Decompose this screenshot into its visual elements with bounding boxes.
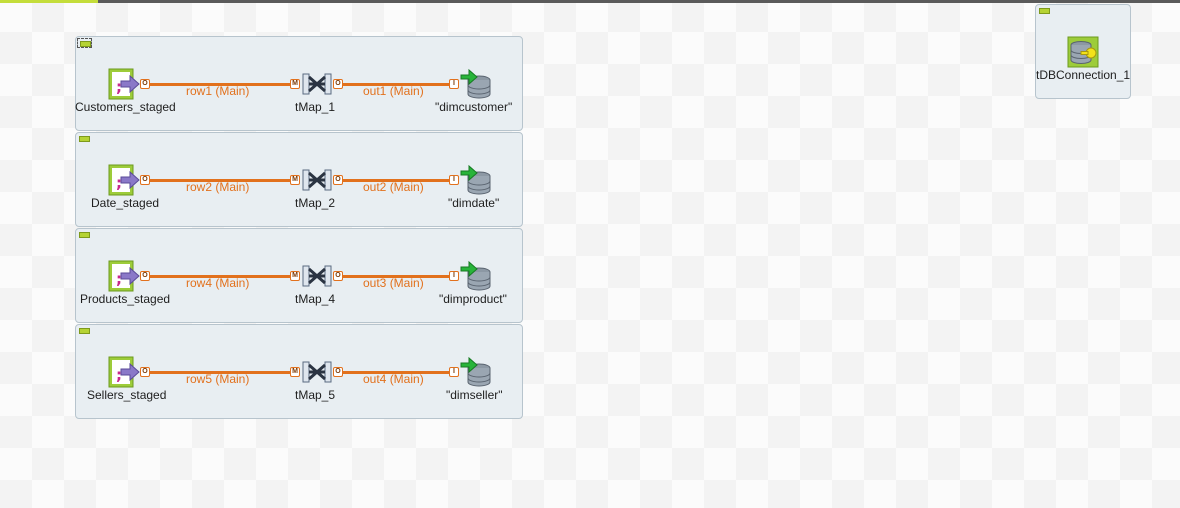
db-output-icon[interactable] [459,68,493,100]
map-input-port[interactable]: M [290,367,300,377]
db-output-icon[interactable] [459,260,493,292]
out-connection-label[interactable]: out3 (Main) [363,276,424,290]
db-output-icon[interactable] [459,164,493,196]
component-label-map: tMap_4 [295,292,336,306]
component-label-connection: tDBConnection_1 [1036,68,1131,82]
component-label-map: tMap_5 [295,388,336,402]
output-port[interactable]: O [333,79,343,89]
output-port[interactable]: O [333,175,343,185]
delimited-file-input-icon[interactable]: ; [108,260,140,292]
component-label-source: Sellers_staged [87,388,167,402]
row-connection-label[interactable]: row4 (Main) [186,276,250,290]
subjob-2[interactable]: ; O row2 (Main) M O out2 (Main) I Date_s… [75,132,523,227]
map-input-port[interactable]: M [290,79,300,89]
row-connection-line[interactable] [150,275,292,278]
component-label-target: "dimseller" [446,388,503,402]
component-label-map: tMap_1 [295,100,336,114]
subjob-db-connection[interactable]: tDBConnection_1 [1035,4,1131,99]
map-input-port[interactable]: M [290,271,300,281]
subjob-collapse-button[interactable] [79,136,90,142]
row-connection-line[interactable] [150,83,292,86]
delimited-file-input-icon[interactable]: ; [108,68,140,100]
component-label-source: Products_staged [80,292,171,306]
out-connection-label[interactable]: out4 (Main) [363,372,424,386]
svg-text:;: ; [116,270,122,288]
subjob-4[interactable]: ; O row5 (Main) M O out4 (Main) I Seller… [75,324,523,419]
output-port[interactable]: O [140,79,150,89]
out-connection-line[interactable] [343,371,453,374]
active-tab-indicator [0,0,98,3]
db-input-port[interactable]: I [449,271,459,281]
subjob-collapse-button[interactable] [79,232,90,238]
db-input-port[interactable]: I [449,367,459,377]
delimited-file-input-icon[interactable]: ; [108,356,140,388]
output-port[interactable]: O [333,367,343,377]
map-input-port[interactable]: M [290,175,300,185]
svg-text:;: ; [116,174,122,192]
out-connection-line[interactable] [343,275,453,278]
row-connection-line[interactable] [150,371,292,374]
subjob-collapse-button[interactable] [79,328,90,334]
subjob-3[interactable]: ; O row4 (Main) M O out3 (Main) I Produc… [75,228,523,323]
row-connection-label[interactable]: row1 (Main) [186,84,250,98]
svg-text:;: ; [116,78,122,96]
component-label-source: Date_staged [91,196,160,210]
tmap-icon[interactable] [301,260,333,292]
tmap-icon[interactable] [301,356,333,388]
component-label-target: "dimcustomer" [435,100,513,114]
output-port[interactable]: O [140,367,150,377]
out-connection-label[interactable]: out1 (Main) [363,84,424,98]
row-connection-label[interactable]: row5 (Main) [186,372,250,386]
output-port[interactable]: O [140,271,150,281]
delimited-file-input-icon[interactable]: ; [108,164,140,196]
out-connection-line[interactable] [343,83,453,86]
component-label-source: Customers_staged [75,100,176,114]
svg-text:;: ; [116,366,122,384]
editor-top-border [0,0,1180,3]
out-connection-label[interactable]: out2 (Main) [363,180,424,194]
db-input-port[interactable]: I [449,175,459,185]
db-output-icon[interactable] [459,356,493,388]
subjob-collapse-button[interactable] [1039,8,1050,14]
component-label-map: tMap_2 [295,196,336,210]
db-input-port[interactable]: I [449,79,459,89]
subjob-1[interactable]: ; O row1 (Main) M O out1 (Main) I Custom… [75,36,523,131]
row-connection-label[interactable]: row2 (Main) [186,180,250,194]
tmap-icon[interactable] [301,164,333,196]
output-port[interactable]: O [140,175,150,185]
component-label-target: "dimdate" [448,196,500,210]
component-label-target: "dimproduct" [439,292,507,306]
output-port[interactable]: O [333,271,343,281]
tmap-icon[interactable] [301,68,333,100]
db-connection-icon[interactable] [1067,36,1099,68]
subjob-collapse-button[interactable] [77,38,92,48]
out-connection-line[interactable] [343,179,453,182]
row-connection-line[interactable] [150,179,292,182]
